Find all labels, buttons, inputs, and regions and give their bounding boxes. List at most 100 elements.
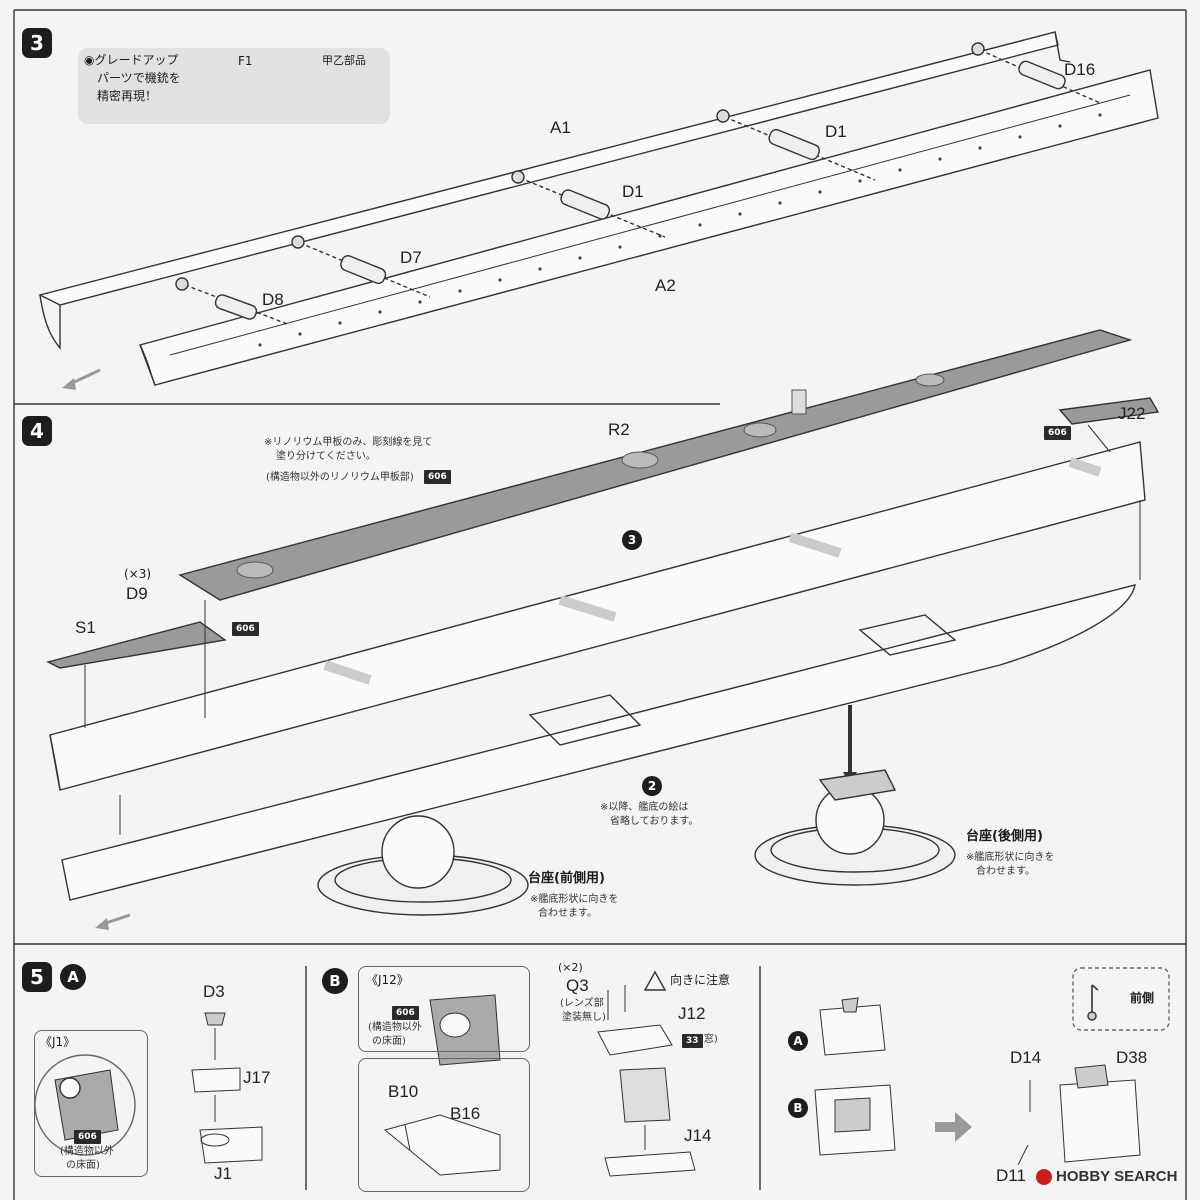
label-d1-right: D1 [825, 122, 847, 141]
stand-front-note-1: ※艦底形状に向きを [530, 894, 619, 905]
detail-j1-note-2: の床面) [66, 1160, 100, 1171]
part-j22-drawing [1058, 397, 1160, 425]
detail-j1-title: 《J1》 [40, 1035, 76, 1049]
stand-front-title: 台座(前側用) [528, 871, 605, 886]
label-j22: J22 [1118, 404, 1146, 423]
label-d9: D9 [126, 584, 148, 603]
window-label: (窓) [700, 1034, 718, 1045]
callout-part-f1: F1 [238, 54, 253, 68]
label-r2: R2 [608, 420, 630, 439]
label-d9-qty: (×3) [124, 567, 152, 581]
label-d14: D14 [1010, 1048, 1042, 1067]
stand-rear-title: 台座(後側用) [966, 829, 1043, 844]
lens-note-1: (レンズ部 [560, 998, 604, 1009]
assembly-arrows [84, 424, 1141, 835]
subassembly-a-drawing [191, 1012, 263, 1164]
stand-front-drawing [317, 815, 529, 916]
hull-assembly-beams [323, 457, 1102, 685]
caution-triangle [643, 970, 667, 991]
color-code-33: 33 [682, 1034, 703, 1048]
ref-step-3: 3 [622, 530, 642, 550]
label-b10: B10 [388, 1082, 419, 1101]
hull-plate-1 [528, 694, 642, 746]
lower-hull [61, 584, 1136, 901]
beam-d8 [175, 277, 291, 326]
subassembly-b-drawing [597, 985, 696, 1177]
label-j12: J12 [678, 1004, 706, 1023]
hobby-search-icon [1036, 1168, 1052, 1185]
portholes-a2 [258, 113, 1102, 347]
linoleum-note-2: 塗り分けてください。 [276, 451, 376, 462]
label-d11: D11 [996, 1166, 1026, 1185]
label-d8: D8 [262, 290, 284, 309]
linoleum-note-1: ※リノリウム甲板のみ、彫刻線を見て [264, 437, 433, 448]
label-d38: D38 [1116, 1048, 1148, 1067]
color-code-606-j1: 606 [74, 1130, 101, 1144]
beam-d7 [291, 235, 431, 298]
watermark-logo: HOBBY SEARCH [1036, 1168, 1177, 1185]
label-j14: J14 [684, 1126, 712, 1145]
label-j1: J1 [214, 1164, 232, 1183]
label-s1: S1 [75, 618, 96, 637]
foredeck-s1 [46, 621, 227, 669]
subassembly-a-marker: A [60, 964, 86, 990]
color-code-606-j22: 606 [1044, 426, 1071, 440]
part-b10-b16-drawing [383, 1114, 501, 1176]
stand-rear-drawing [754, 769, 956, 886]
stand-rear-note-2: 合わせます。 [976, 866, 1035, 877]
callout-text-3: 精密再現！ [97, 89, 158, 103]
detail-j12-box [358, 966, 530, 1052]
combine-b-drawing [814, 1084, 896, 1156]
callout-part-upgrade: 甲乙部品 [322, 54, 366, 67]
front-direction-label: 前側 [1130, 991, 1155, 1005]
label-d7: D7 [400, 248, 422, 267]
combine-arrow [935, 1112, 972, 1142]
hull-plate-2 [858, 614, 957, 656]
color-code-606-s1: 606 [232, 622, 259, 636]
step-number-4: 4 [22, 416, 52, 446]
label-b16: B16 [450, 1104, 481, 1123]
stand-front-note-2: 合わせます。 [538, 908, 597, 919]
label-q3-qty: (×2) [558, 961, 583, 974]
watermark-text: HOBBY SEARCH [1056, 1168, 1178, 1185]
detail-j1-circle [34, 1054, 136, 1156]
linoleum-note-3: (構造物以外のリノリウム甲板部) [266, 472, 414, 483]
step-number-3: 3 [22, 28, 52, 58]
bottom-note-2: 省略しております。 [610, 816, 699, 827]
label-d1-left: D1 [622, 182, 644, 201]
bottom-note-1: ※以降、艦底の絵は [600, 802, 689, 813]
detail-j12-note-2: の床面) [372, 1036, 406, 1047]
caution-text: 向きに注意 [670, 973, 731, 987]
label-a1: A1 [550, 118, 571, 137]
label-q3: Q3 [566, 976, 589, 995]
color-code-606-r2: 606 [424, 470, 451, 484]
label-a2: A2 [655, 276, 676, 295]
beam-d1-right [716, 109, 876, 181]
combine-a-drawing [819, 997, 886, 1056]
color-code-606-j12: 606 [392, 1006, 419, 1020]
label-d16: D16 [1064, 60, 1096, 79]
combine-ref-b: B [788, 1098, 808, 1118]
detail-j12-title: 《J12》 [366, 973, 409, 987]
detail-j12-note-1: (構造物以外 [368, 1022, 422, 1033]
label-d3: D3 [203, 982, 225, 1001]
detail-j12-drawing [429, 994, 501, 1066]
lens-note-2: 塗装無し) [562, 1012, 606, 1023]
front-direction-box [1072, 967, 1170, 1031]
step-number-5: 5 [22, 962, 52, 992]
beam-d16 [971, 42, 1101, 104]
detail-j1-box [34, 1030, 148, 1177]
detail-j1-note-1: (構造物以外 [60, 1146, 114, 1157]
detail-b10-box [358, 1058, 530, 1192]
upgrade-callout [78, 48, 390, 124]
combine-ref-a: A [788, 1031, 808, 1051]
hull-side-a2 [139, 69, 1159, 386]
ref-step-2: 2 [642, 776, 662, 796]
callout-text-2: パーツで機銃を [97, 71, 181, 85]
label-j17: J17 [243, 1068, 271, 1087]
deck-r2-details [236, 373, 945, 579]
stand-rear-note-1: ※艦底形状に向きを [966, 852, 1055, 863]
beam-d1-left [511, 170, 666, 238]
